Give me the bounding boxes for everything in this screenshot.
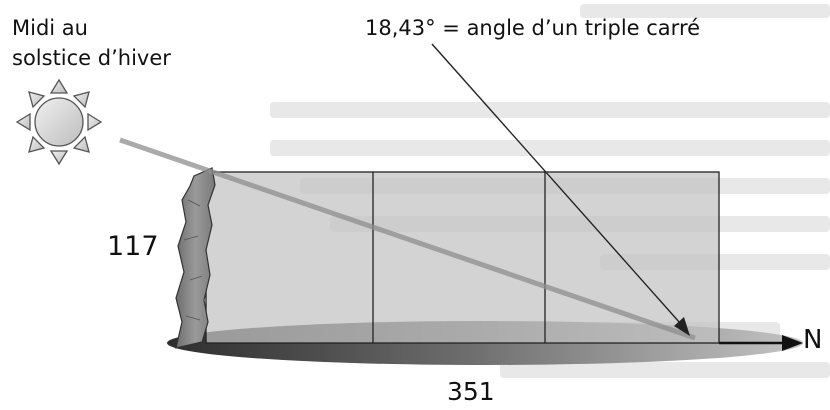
- arrow-right-icon: [719, 335, 803, 351]
- angle-pointer-arrowhead: [674, 317, 690, 336]
- sun-ray: [119, 137, 696, 341]
- height-label: 117: [107, 231, 159, 262]
- angle-label: 18,43° = angle d’un triple carré: [365, 16, 701, 40]
- angle-pointer-line: [431, 43, 689, 333]
- standing-stone: [175, 167, 216, 349]
- sun-icon: [15, 78, 103, 166]
- length-label: 351: [447, 377, 495, 406]
- north-label: N: [803, 325, 823, 355]
- event-label-line1: Midi au: [12, 16, 88, 40]
- event-label-line2: solstice d’hiver: [12, 46, 171, 70]
- stone-texture: [183, 199, 203, 321]
